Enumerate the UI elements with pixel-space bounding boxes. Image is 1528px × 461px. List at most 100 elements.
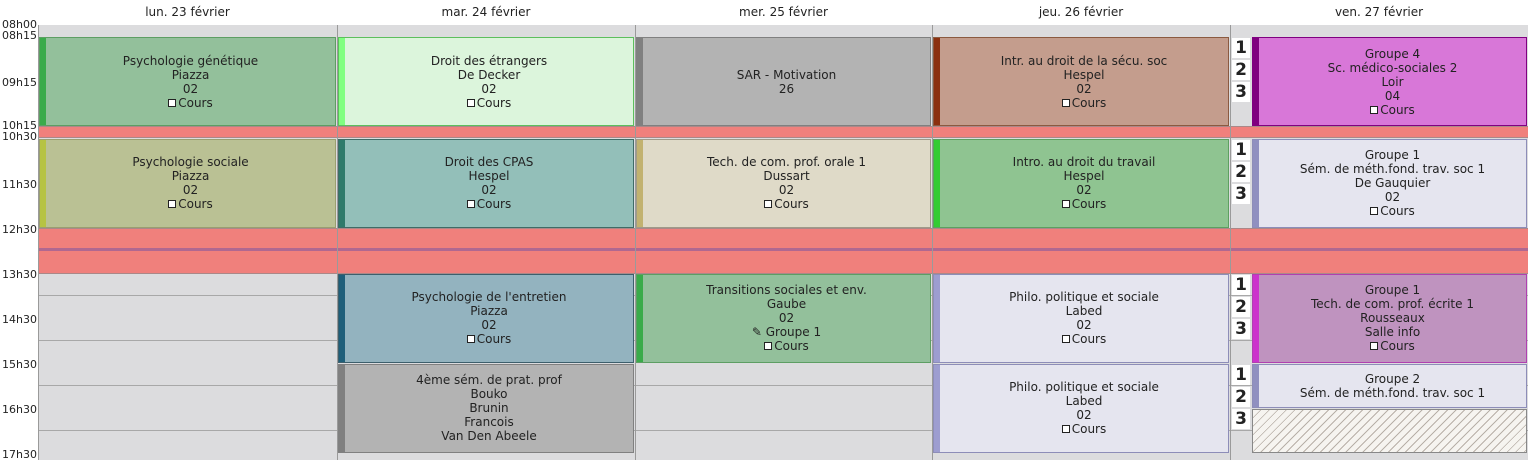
checkbox-icon[interactable] [1370,342,1379,350]
event-type: Cours [1061,197,1107,211]
lunch-midline [338,248,635,251]
checkbox-icon[interactable] [1061,335,1070,343]
event-text: Piazza [470,304,508,318]
event-text: Droit des étrangers [430,53,548,68]
time-label: 10h15 [2,119,37,132]
group-number-button[interactable]: 1 [1232,274,1250,295]
event-color-stripe [40,139,46,227]
event-color-stripe [339,139,345,227]
lunch-midline [1231,248,1528,251]
event-text: De Gauquier [1354,176,1431,190]
group-number-button[interactable]: 1 [1232,139,1250,160]
hour-line [636,385,932,386]
event-text: Rousseaux [1360,311,1425,325]
event-text: 26 [778,81,795,96]
group-number-button[interactable]: 3 [1232,318,1250,339]
day-header: lun. 23 février [145,5,230,19]
event-color-stripe [934,139,940,227]
event-text: Droit des CPAS [444,155,534,169]
checkbox-icon[interactable] [1370,105,1379,114]
event-color-stripe [637,38,643,126]
event-text: Bouko [470,387,508,401]
day-header: ven. 27 février [1334,5,1424,19]
event-group-note: ✎ Groupe 1 [752,325,821,339]
event-text: Loir [1381,74,1404,89]
group-number-button[interactable]: 3 [1232,82,1250,103]
hour-line [39,340,337,341]
group-number-button[interactable]: 2 [1232,60,1250,81]
checkbox-icon[interactable] [1061,425,1070,433]
time-label: 17h30 [2,447,37,461]
checkbox-icon[interactable] [1061,98,1070,107]
event-type: Cours [1061,95,1107,110]
event-text: Tech. de com. prof. écrite 1 [1311,297,1474,311]
checkbox-icon[interactable] [764,342,773,350]
checkbox-icon[interactable] [1061,200,1070,208]
event-type-label: Cours [1071,95,1107,110]
event-text: Hespel [468,169,510,183]
break-band [933,126,1230,139]
checkbox-icon[interactable] [168,98,177,107]
event-type-label: Cours [1380,204,1415,218]
group-number-button[interactable]: 2 [1232,386,1250,407]
event-text: Sém. de méth.fond. trav. soc 1 [1299,162,1486,176]
event-type-label: Cours [1071,422,1107,436]
hour-line [39,430,337,431]
time-label: 13h30 [2,267,37,281]
checkbox-icon[interactable] [466,335,475,343]
event-type: Cours [1370,339,1415,353]
event-type: Cours [1061,332,1106,346]
group-number-button[interactable]: 2 [1232,161,1250,182]
event-text: Labed [1065,394,1103,408]
event-text: Piazza [171,67,210,82]
event-color-stripe [339,274,345,362]
group-number-button[interactable]: 1 [1232,38,1250,59]
checkbox-icon[interactable] [466,200,475,208]
event-color-stripe [934,38,940,126]
event-text: 04 [1384,88,1401,103]
event-text: 02 [1076,408,1092,422]
event-type-label: Cours [774,197,809,211]
event-text: 02 [481,318,497,332]
event-color-stripe [339,364,345,452]
event-text: Groupe 1 [1364,148,1421,162]
group-number-button[interactable]: 3 [1232,408,1250,429]
event-type-label: Cours [476,332,512,346]
checkbox-icon[interactable] [1370,207,1379,215]
event-note-text: Groupe 1 [765,325,822,339]
checkbox-icon[interactable] [764,200,773,208]
event-text: 02 [182,81,199,96]
group-number-button[interactable]: 1 [1232,364,1250,385]
time-label: 08h00 [2,18,37,31]
group-number-button[interactable]: 3 [1232,183,1250,204]
group-number-button[interactable]: 2 [1232,296,1250,317]
checkbox-icon[interactable] [168,200,177,208]
checkbox-icon[interactable] [466,98,475,107]
event-color-stripe [637,274,643,362]
event-type: Cours [764,197,809,211]
event-type-label: Cours [1071,197,1107,211]
event-text: Francois [464,415,514,429]
time-label: 11h30 [2,177,37,191]
event-type-label: Cours [1380,339,1415,353]
event-type-label: Cours [178,197,213,211]
lunch-midline [636,248,932,251]
event-type-label: Cours [1380,102,1415,117]
